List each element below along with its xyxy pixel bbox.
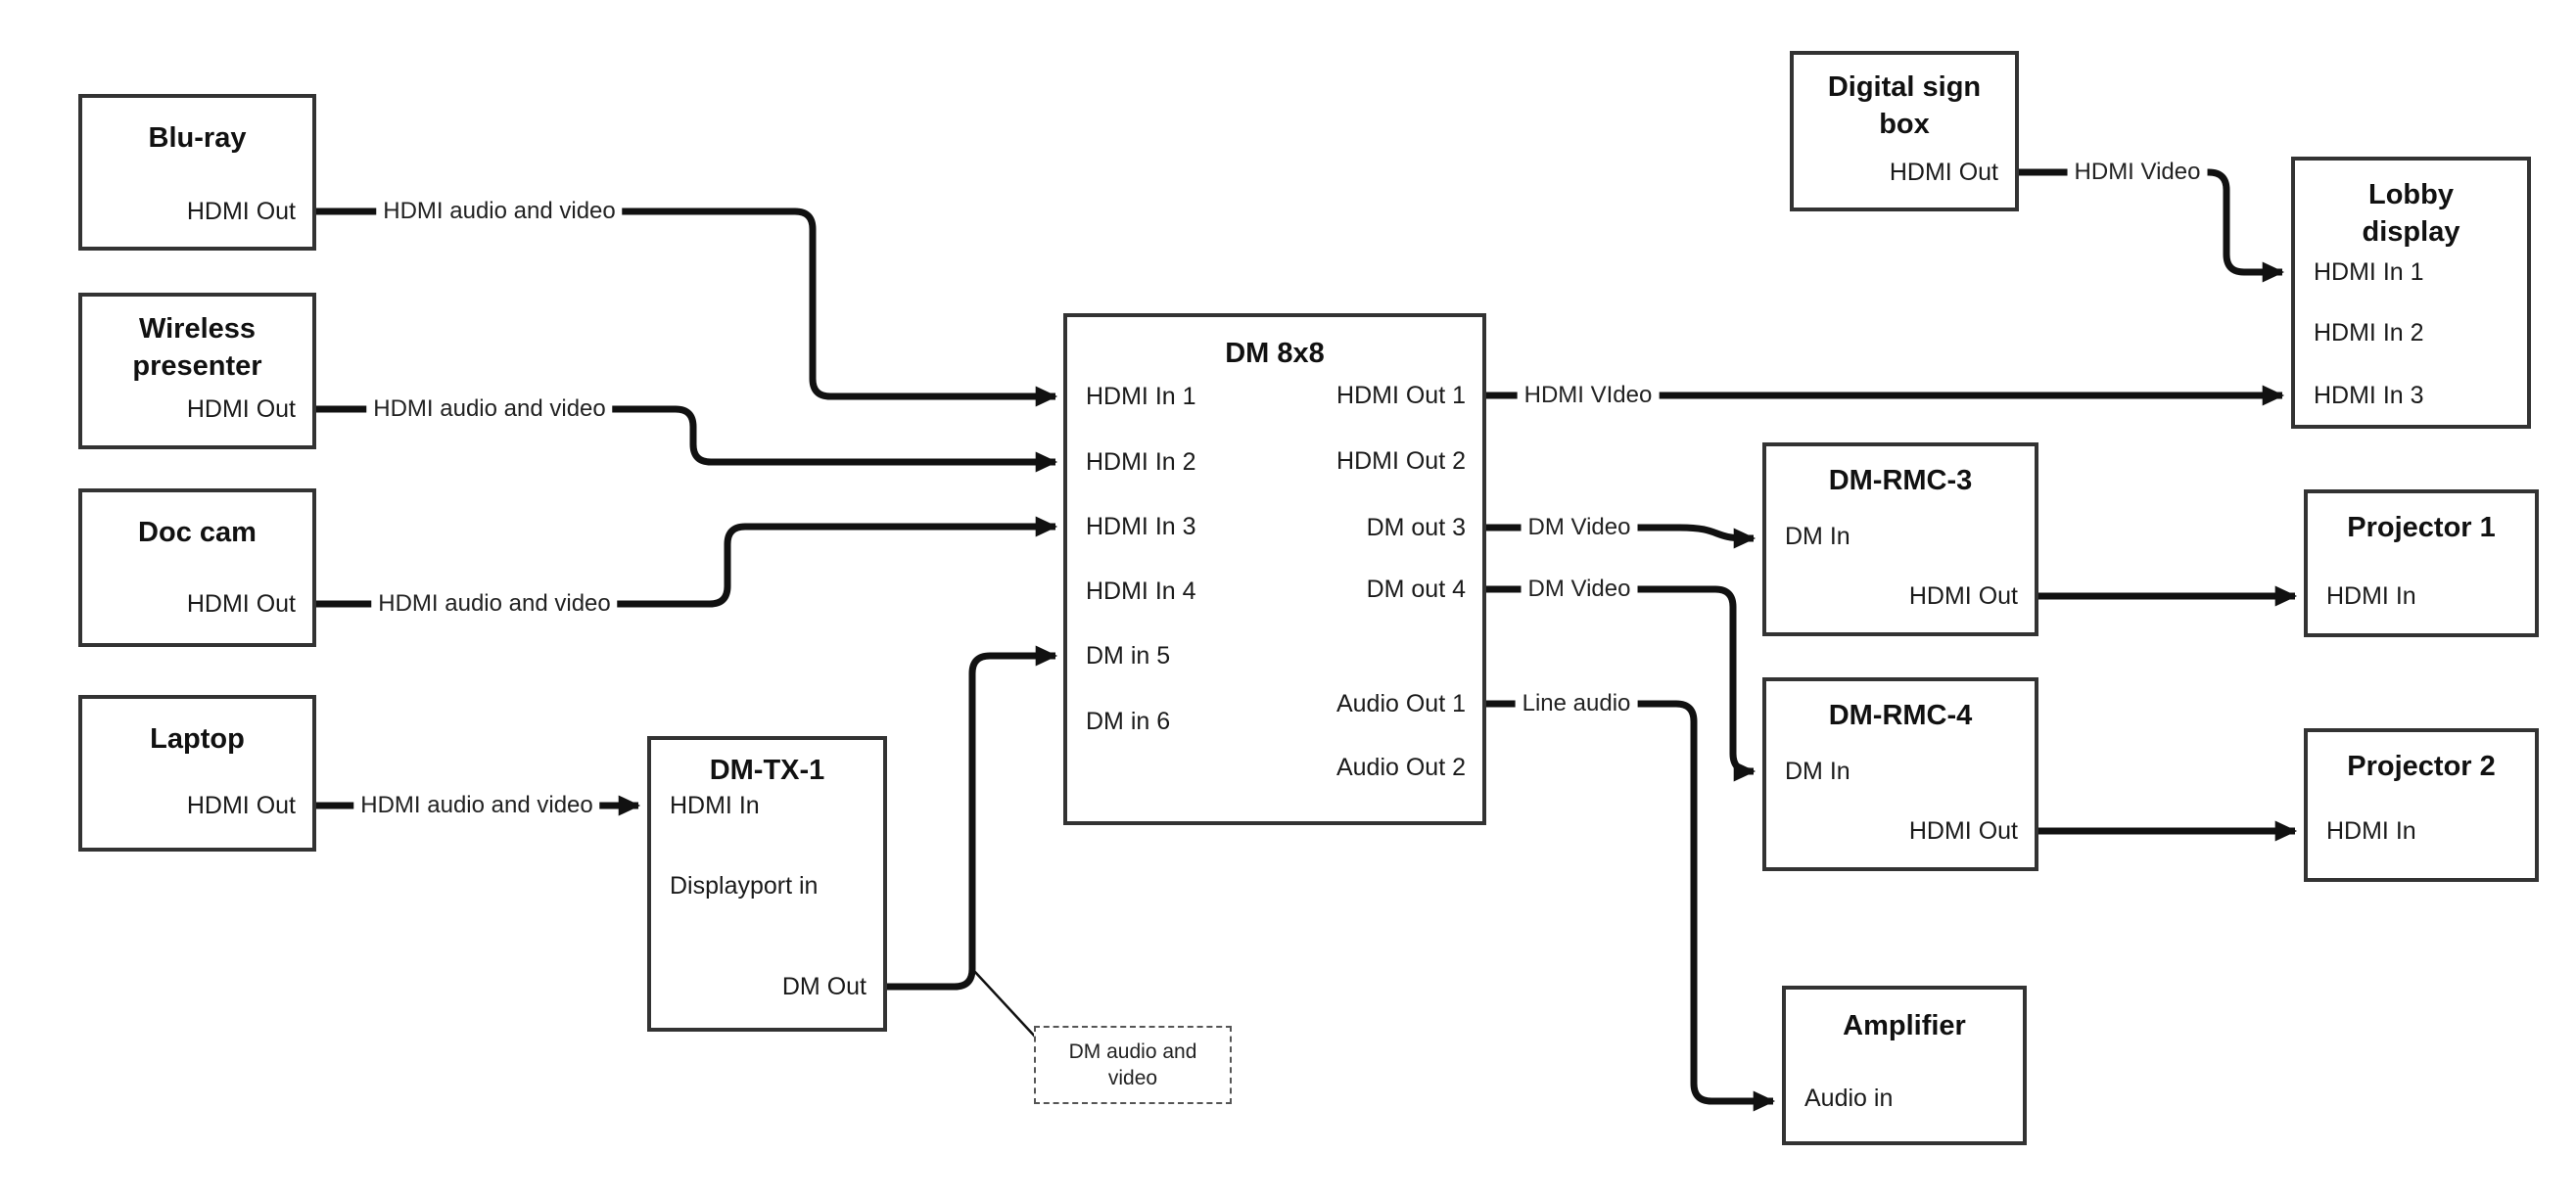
node-title-line: Lobby — [2368, 179, 2454, 210]
wire-dmtx1-to-dm8x8 — [887, 645, 1058, 991]
port-dm-out: DM Out — [781, 973, 866, 1000]
node-title-line: Blu-ray — [148, 122, 247, 154]
port-hdmi-in-2: HDMI In 2 — [1086, 448, 1196, 476]
port-audio-out-2: Audio Out 2 — [1335, 754, 1466, 781]
node-title-line: Projector 2 — [2347, 751, 2496, 782]
node-title-line: DM-TX-1 — [709, 755, 825, 786]
port-hdmi-out-2: HDMI Out 2 — [1336, 447, 1466, 475]
node-title-line: DM 8x8 — [1225, 338, 1325, 369]
node-title: Laptop — [82, 720, 312, 758]
edge-label-doc-cam-to-dm8x8: HDMI audio and video — [371, 589, 618, 619]
node-dm-rmc-4: DM-RMC-4 DM In HDMI Out — [1762, 677, 2038, 871]
edge-label-digital-sign-to-lobby: HDMI Video — [2067, 158, 2208, 187]
node-title: DM-TX-1 — [651, 752, 883, 789]
node-projector-1: Projector 1 HDMI In — [2304, 489, 2539, 637]
node-title-line: Wireless — [138, 313, 257, 345]
edge-label-dm-out-4-to-rmc4: DM Video — [1521, 575, 1638, 604]
node-dm-rmc-3: DM-RMC-3 DM In HDMI Out — [1762, 442, 2038, 636]
node-title: Projector 1 — [2308, 509, 2535, 546]
edge-label-blu-ray-to-dm8x8: HDMI audio and video — [376, 197, 623, 226]
node-title: Doc cam — [82, 514, 312, 551]
edge-label-dm-out-3-to-rmc3: DM Video — [1521, 513, 1638, 542]
port-hdmi-out: HDMI Out — [186, 395, 296, 423]
node-title: DM 8x8 — [1067, 335, 1482, 372]
wire-blu-ray-to-dm8x8 — [316, 208, 1058, 407]
node-title-line: display — [2362, 216, 2460, 248]
node-title-line: box — [1879, 109, 1930, 140]
node-title-line: presenter — [132, 350, 262, 382]
port-dm-out-3: DM out 3 — [1366, 514, 1466, 541]
port-hdmi-in-1: HDMI In 1 — [2314, 258, 2424, 286]
node-title-line: Projector 1 — [2347, 512, 2496, 543]
wire-audio-out-1-to-amp — [1486, 700, 1776, 1112]
node-projector-2: Projector 2 HDMI In — [2304, 728, 2539, 882]
port-hdmi-out: HDMI Out — [186, 198, 296, 225]
node-title: Blu-ray — [82, 119, 312, 157]
port-hdmi-out-1: HDMI Out 1 — [1336, 382, 1466, 409]
port-hdmi-in-4: HDMI In 4 — [1086, 577, 1196, 605]
node-title: Amplifier — [1786, 1007, 2023, 1044]
port-hdmi-out: HDMI Out — [186, 792, 296, 819]
port-hdmi-in: HDMI In — [2326, 817, 2416, 845]
port-hdmi-in: HDMI In — [2326, 582, 2416, 610]
node-title-line: Amplifier — [1843, 1010, 1966, 1041]
port-dm-in-5: DM in 5 — [1086, 642, 1171, 670]
port-dm-in-6: DM in 6 — [1086, 708, 1171, 735]
wire-callout-leader — [973, 970, 1037, 1039]
port-hdmi-out: HDMI Out — [186, 590, 296, 618]
node-title: Lobby display — [2295, 176, 2527, 251]
node-title: Wireless presenter — [82, 310, 312, 385]
callout-line: DM audio and — [1068, 1040, 1197, 1063]
edge-label-laptop-to-dmtx1: HDMI audio and video — [353, 791, 600, 820]
node-title-line: Laptop — [150, 723, 245, 755]
node-title: DM-RMC-4 — [1766, 697, 2035, 734]
node-title: Digital sign box — [1794, 69, 2015, 143]
wire-dm-out-3-to-rmc3 — [1486, 524, 1756, 549]
port-dm-out-4: DM out 4 — [1366, 576, 1466, 603]
wire-wireless-to-dm8x8 — [316, 405, 1058, 473]
node-title: DM-RMC-3 — [1766, 462, 2035, 499]
wire-doc-cam-to-dm8x8 — [316, 516, 1058, 608]
port-dm-in: DM In — [1785, 523, 1850, 550]
edge-label-hdmi-out-1-to-lobby: HDMI VIdeo — [1517, 381, 1660, 410]
callout-line: video — [1107, 1067, 1158, 1089]
wire-digital-sign-to-lobby — [2019, 168, 2285, 283]
node-title-line: Doc cam — [138, 517, 257, 548]
node-title-line: DM-RMC-3 — [1828, 465, 1973, 496]
wire-dm-out-4-to-rmc4 — [1486, 585, 1756, 782]
port-hdmi-out: HDMI Out — [1908, 582, 2018, 610]
port-hdmi-in: HDMI In — [670, 792, 760, 819]
node-title-line: Digital sign — [1827, 71, 1982, 103]
callout-dm-audio-video: DM audio and video — [1034, 1026, 1232, 1104]
port-dm-in: DM In — [1785, 758, 1850, 785]
edge-label-wireless-to-dm8x8: HDMI audio and video — [366, 394, 613, 424]
port-hdmi-in-2: HDMI In 2 — [2314, 319, 2424, 346]
node-title-line: DM-RMC-4 — [1828, 700, 1973, 731]
port-hdmi-in-3: HDMI In 3 — [1086, 513, 1196, 540]
port-hdmi-out: HDMI Out — [1889, 159, 1998, 186]
node-title: Projector 2 — [2308, 748, 2535, 785]
port-audio-out-1: Audio Out 1 — [1335, 690, 1466, 717]
port-hdmi-in-1: HDMI In 1 — [1086, 383, 1196, 410]
port-hdmi-in-3: HDMI In 3 — [2314, 382, 2424, 409]
port-audio-in: Audio in — [1804, 1085, 1894, 1112]
port-hdmi-out: HDMI Out — [1908, 817, 2018, 845]
port-displayport-in: Displayport in — [670, 872, 819, 900]
edge-label-audio-out-1-to-amp: Line audio — [1515, 689, 1638, 718]
